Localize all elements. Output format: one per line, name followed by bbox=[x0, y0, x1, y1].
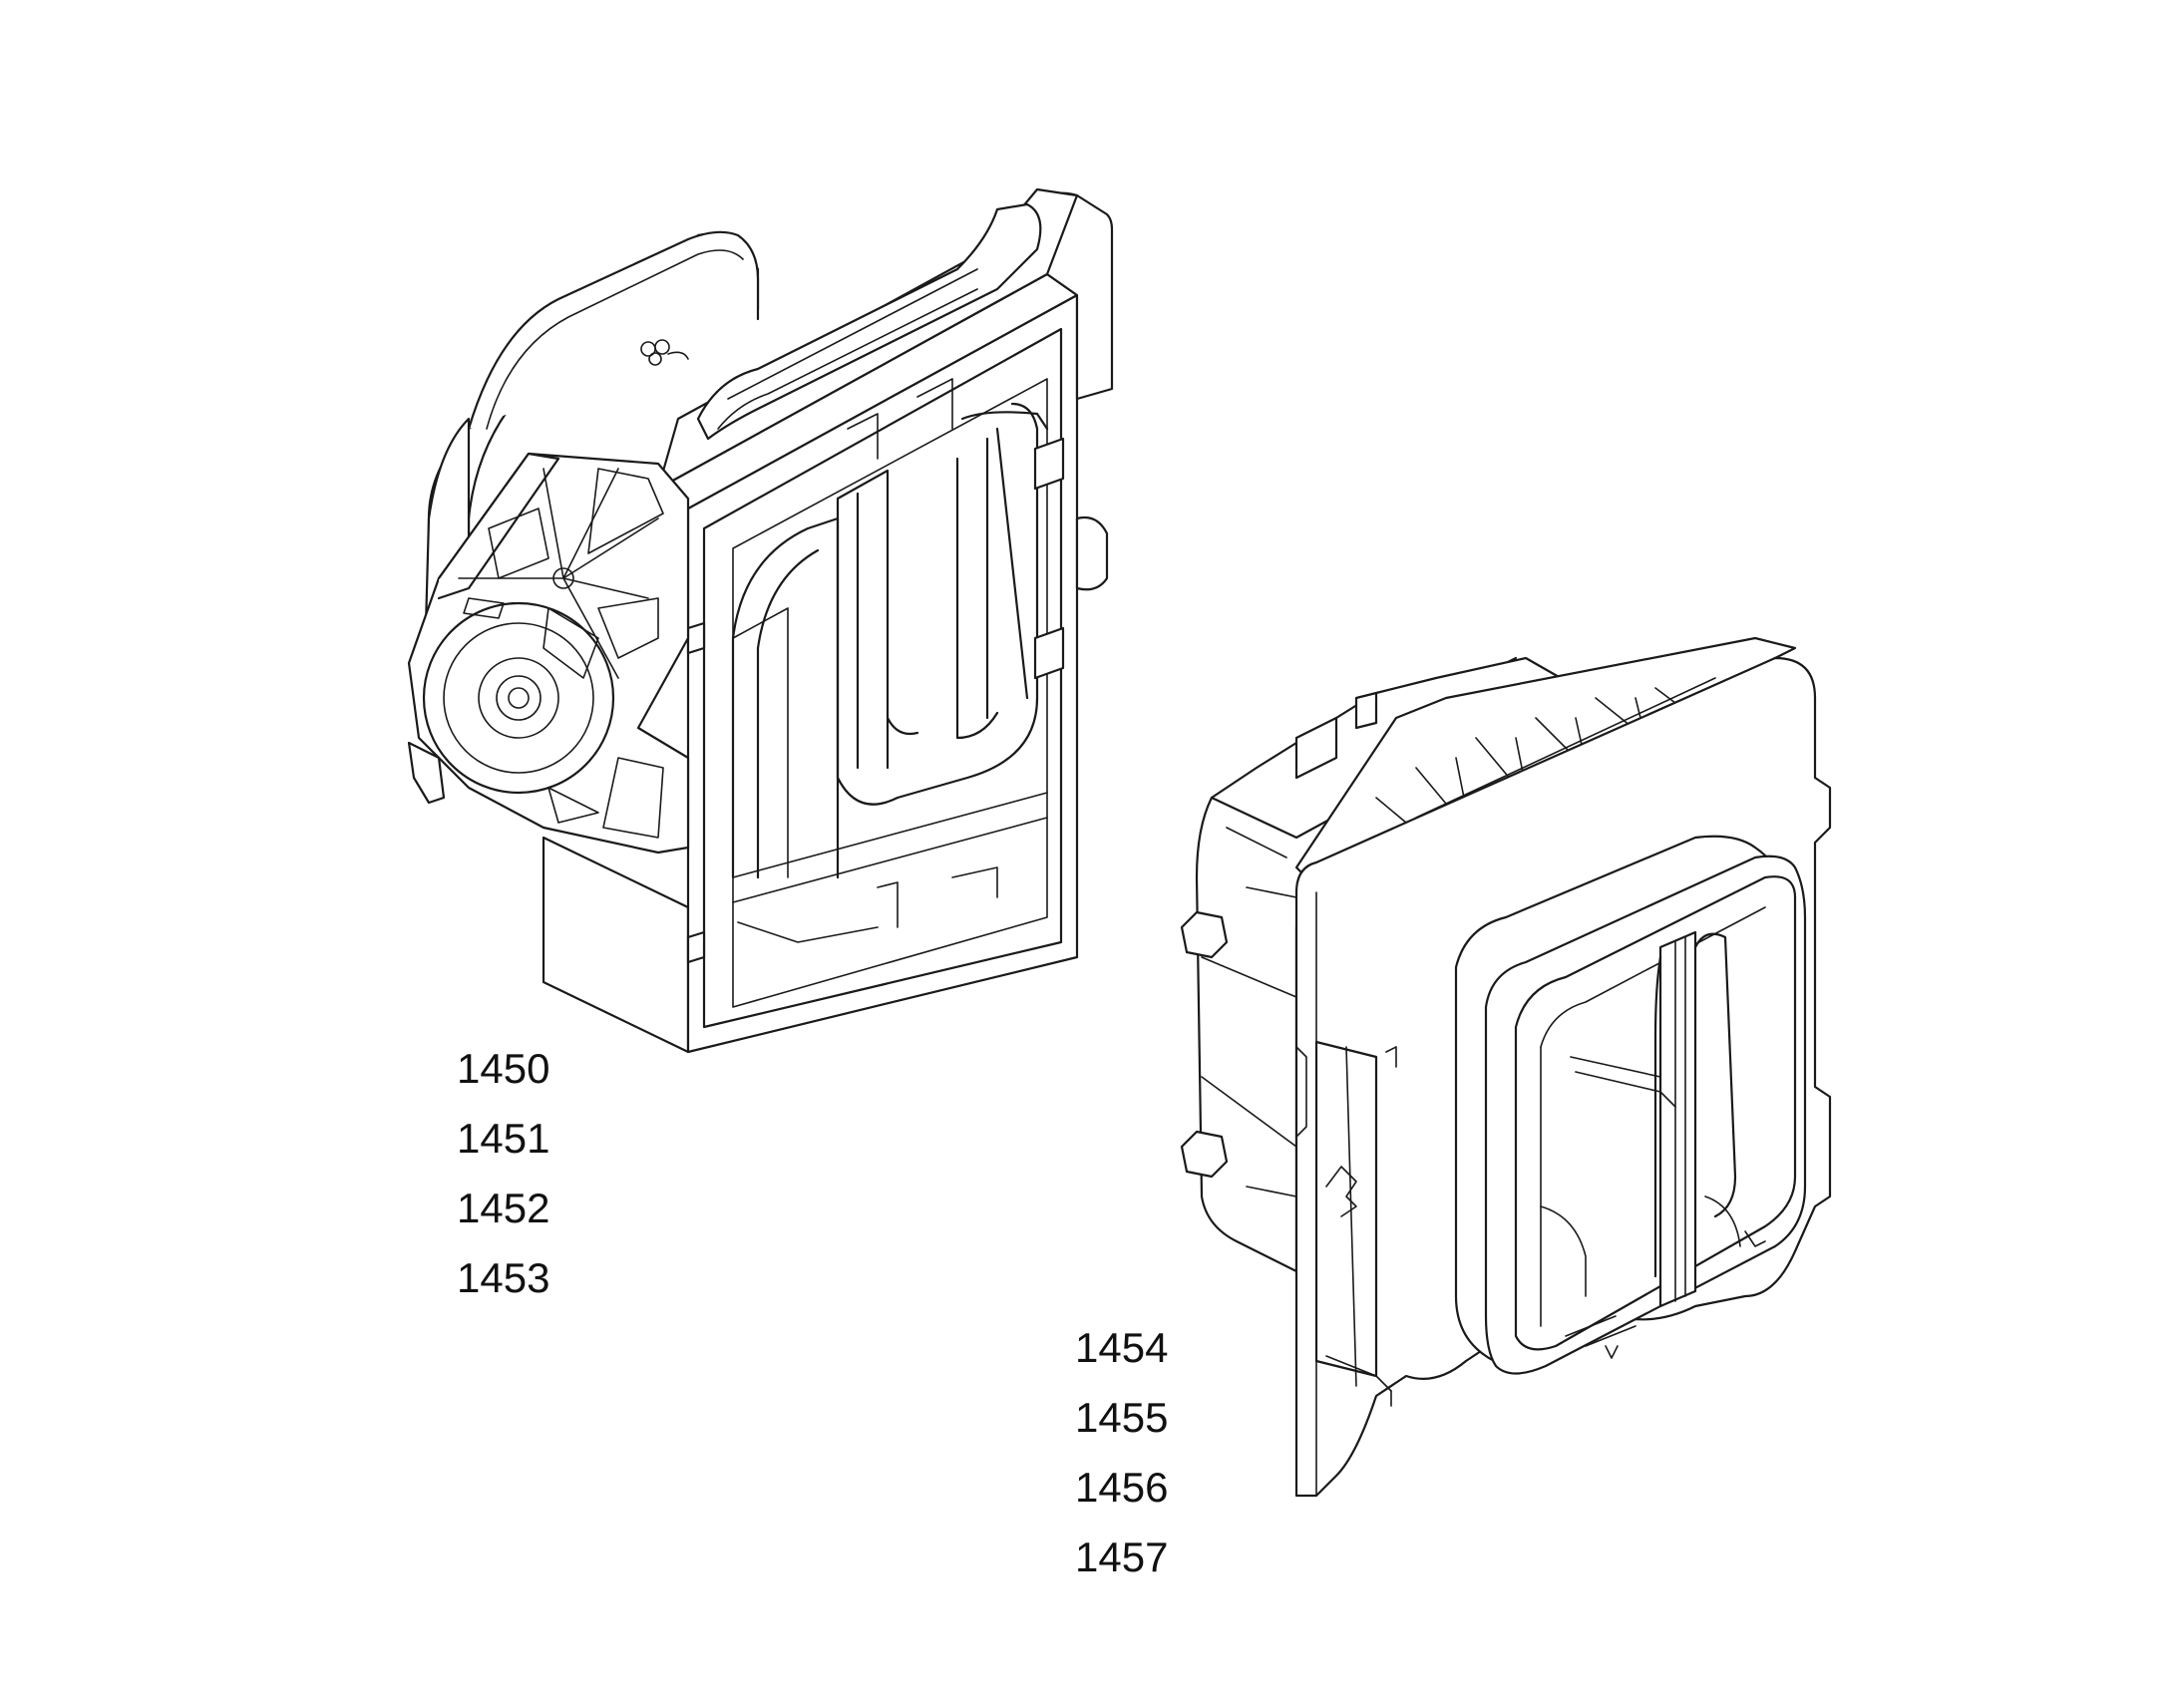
part-number: 1456 bbox=[1075, 1464, 1169, 1511]
housing-left bbox=[422, 187, 1114, 1054]
part-number: 1453 bbox=[457, 1254, 550, 1301]
part-numbers-left: 1450 1451 1452 1453 bbox=[457, 1034, 549, 1313]
housing-right bbox=[1180, 636, 1832, 1498]
part-number: 1450 bbox=[457, 1045, 550, 1092]
part-numbers-right: 1454 1455 1456 1457 bbox=[1075, 1313, 1168, 1592]
part-number: 1457 bbox=[1075, 1534, 1169, 1580]
part-number: 1454 bbox=[1075, 1324, 1169, 1371]
part-number: 1452 bbox=[457, 1185, 550, 1231]
part-number: 1451 bbox=[457, 1115, 550, 1162]
fan-cap-left bbox=[407, 452, 690, 854]
part-number: 1455 bbox=[1075, 1394, 1169, 1441]
